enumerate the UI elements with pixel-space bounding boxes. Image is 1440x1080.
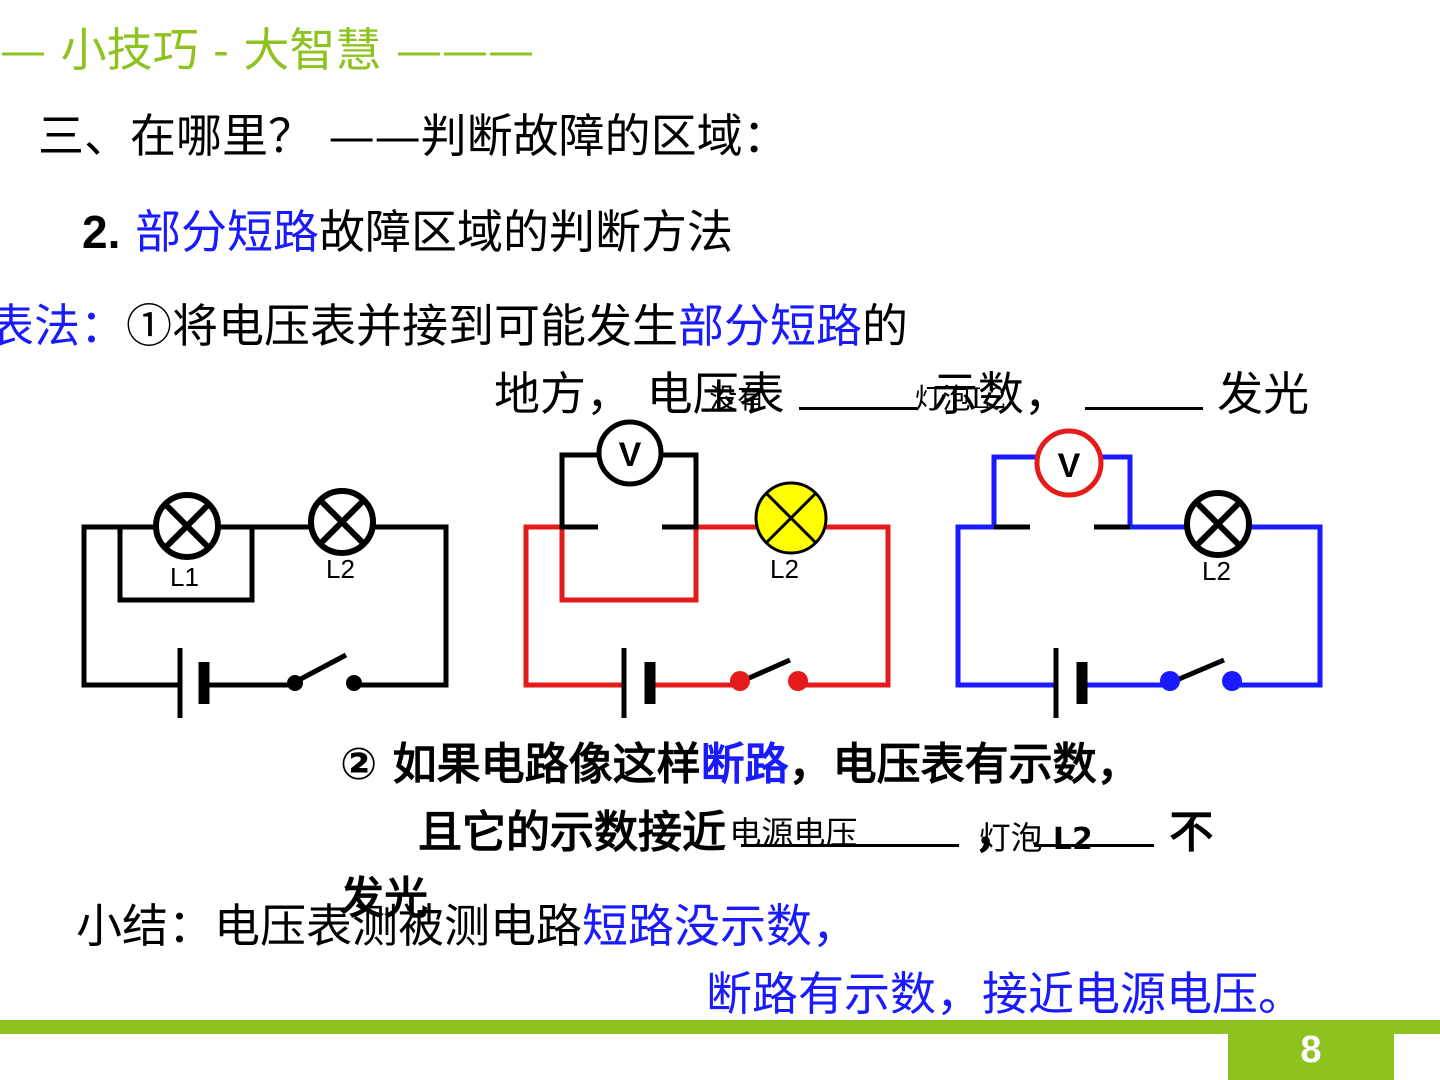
footer-bar	[0, 1020, 1440, 1034]
circuit-3	[955, 454, 1323, 688]
method-line: 表法：①将电压表并接到可能发生部分短路的	[0, 290, 908, 356]
circuit-1	[81, 524, 449, 718]
lamp-label-l2: L2	[1202, 556, 1231, 586]
circuit-1-lamp-2	[308, 488, 376, 556]
summary-highlight-1: 短路没示数，	[582, 899, 858, 953]
step2-d: ，	[974, 807, 1019, 858]
answer-blank-1: 没有	[709, 373, 918, 415]
lamp-label-l2: L2	[770, 554, 799, 584]
circuit-3-lamp	[1184, 490, 1252, 558]
step2-line-3: 发光	[340, 873, 428, 924]
circuit-2	[523, 524, 891, 688]
step2-answer-1: 电源电压	[729, 814, 858, 852]
circuit-1-lamp-1	[153, 492, 221, 560]
step2-highlight: 断路	[700, 739, 789, 790]
switch-contact-icon	[788, 671, 808, 691]
circuit-2-lamp-lit	[754, 481, 828, 555]
slide-header: — 小技巧 - 大智慧 ———	[0, 23, 535, 77]
step2-answer-blank-2	[1033, 810, 1154, 847]
switch-contact-icon	[1222, 671, 1242, 691]
step2-c: 且它的示数接近	[418, 807, 726, 858]
page-number: 8	[1228, 1020, 1394, 1080]
subheading-highlight: 部分短路	[135, 205, 319, 259]
method-step1-b: 的	[862, 299, 908, 353]
circuit-3-voltmeter: V	[1034, 428, 1104, 498]
circuit-2-voltmeter: V	[596, 419, 664, 487]
subheading-number: 2.	[82, 206, 121, 258]
method-step1-highlight: 部分短路	[678, 299, 862, 353]
step2-answer-2: 灯泡 L2	[979, 813, 1093, 859]
lamp-label-l2: L2	[326, 554, 355, 584]
method-step1-c2: 示数，	[931, 367, 1070, 421]
answer-blank-2: 灯泡L2	[915, 373, 1203, 415]
switch-contact-icon	[287, 675, 303, 691]
switch-contact-icon	[1160, 671, 1180, 691]
step2-answer-2-text: 灯泡	[978, 819, 1043, 857]
method-label: 表法：	[0, 299, 126, 353]
step2-e: 不	[1169, 807, 1214, 858]
summary-line-2: 断路有示数，接近电源电压。	[706, 967, 1304, 1021]
switch-contact-icon	[730, 671, 750, 691]
step2-line-1: ② 如果电路像这样断路，电压表有示数，	[340, 728, 1141, 792]
section-heading: 三、在哪里？ ——判断故障的区域：	[38, 109, 789, 163]
step2-line-2: 且它的示数接近 电源电压 灯泡 L2 ， 不	[418, 796, 1213, 860]
summary-line-1: 小结：电压表测被测电路短路没示数，	[76, 890, 858, 956]
step2-a: ② 如果电路像这样	[340, 739, 701, 790]
answer-1: 没有	[709, 382, 766, 415]
subheading: 2. 部分短路故障区域的判断方法	[82, 196, 733, 262]
lamp-label-l1: L1	[170, 562, 199, 592]
method-line-2: 地方， 电压表 没有 示数， 灯泡L2 发光	[494, 358, 1309, 424]
summary-label: 小结：电压表测被测电路	[76, 899, 582, 953]
voltmeter-label: V	[1058, 447, 1081, 485]
method-step1-c1: 地方， 电压表	[494, 367, 785, 421]
step2-answer-blank-1: 电源电压	[729, 810, 960, 852]
switch-contact-icon	[346, 675, 362, 691]
method-step1-a: ①将电压表并接到可能发生	[126, 299, 678, 353]
step2-answer-2-bold: L2	[1052, 822, 1093, 857]
subheading-rest: 故障区域的判断方法	[319, 205, 733, 259]
answer-2: 灯泡L2	[914, 382, 1007, 415]
step2-b: ，电压表有示数，	[788, 739, 1141, 790]
method-step1-c3: 发光	[1217, 367, 1310, 421]
voltmeter-label: V	[619, 436, 642, 474]
